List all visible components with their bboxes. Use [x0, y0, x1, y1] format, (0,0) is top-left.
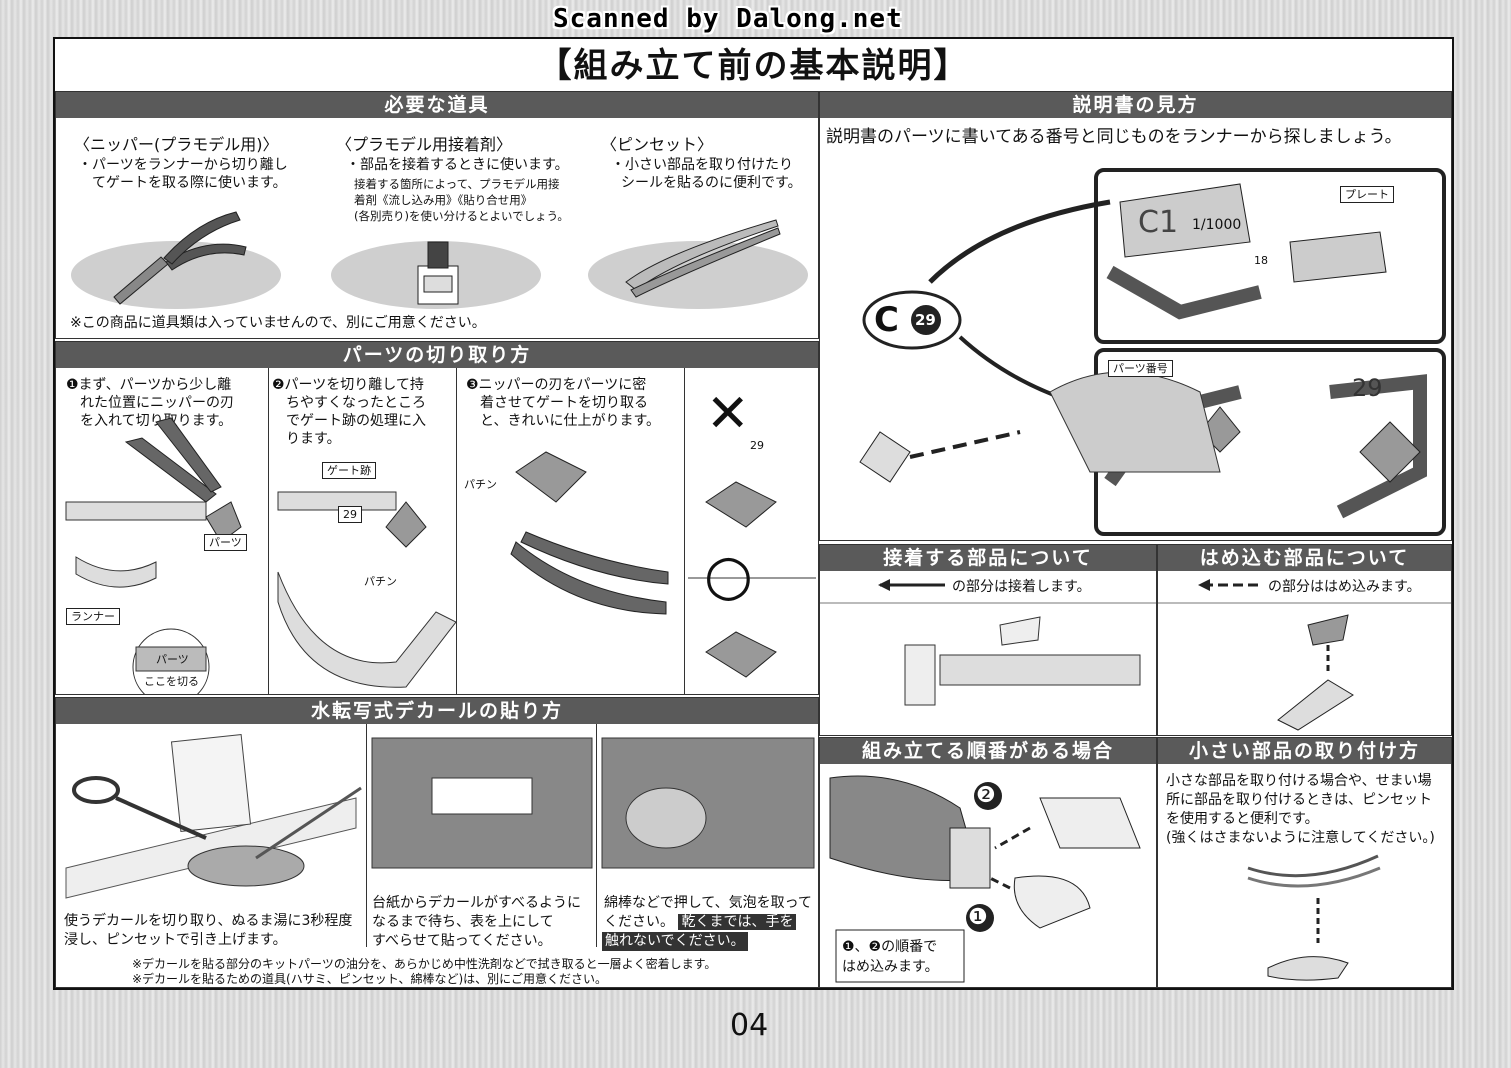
- label-runner: ランナー: [66, 608, 120, 625]
- nipper-icon: [113, 211, 247, 305]
- decal-header: 水転写式デカールの貼り方: [56, 698, 818, 724]
- tweezers-icon: [625, 219, 781, 298]
- glue-desc: ・部品を接着するときに使います。: [346, 157, 569, 173]
- tweezers-desc-2: シールを貼るのに便利です。: [621, 175, 802, 191]
- runner-number-1: 29: [338, 506, 362, 523]
- small-parts-l2: 所に部品を取り付けるときは、ピンセット: [1166, 792, 1432, 808]
- tools-illustrations: [71, 211, 808, 309]
- decal-step-2-l2: なるまで待ち、表を上にして: [372, 914, 554, 930]
- label-parts: パーツ: [204, 534, 247, 551]
- label-snap-2: パチン: [364, 575, 397, 588]
- decal-step-2-l1: 台紙からデカールがすべるように: [372, 895, 582, 911]
- order-marker-2: ❷: [976, 783, 996, 808]
- decal-illustrations: [65, 734, 815, 899]
- glue-parts-header: 接着する部品について: [820, 545, 1156, 571]
- snap-parts-illustration: [1158, 579, 1451, 731]
- nipper-desc-2: てゲートを取る際に使います。: [92, 175, 287, 191]
- label-gate-mark: ゲート跡: [322, 462, 376, 479]
- cut-step-2-l2: ちやすくなったところ: [286, 395, 426, 411]
- decal-step-1-l1: 使うデカールを切り取り、ぬるま湯に3秒程度: [64, 913, 353, 929]
- cutting-illustrations: [65, 417, 816, 694]
- decal-step-3-l2: ください。 乾くまでは、手を: [604, 913, 797, 932]
- plate-label: プレート: [1340, 186, 1394, 203]
- tools-header: 必要な道具: [56, 92, 818, 118]
- page-number: 04: [730, 1008, 769, 1043]
- small-parts-illustration: [1247, 854, 1381, 981]
- part-letter: C: [874, 300, 899, 340]
- cutting-header: パーツの切り取り方: [56, 342, 818, 368]
- runner-scale: 1/1000: [1192, 217, 1242, 233]
- tweezers-desc-1: ・小さい部品を取り付けたり: [611, 157, 793, 173]
- runner-number-2: 29: [750, 439, 764, 452]
- assembly-order-section: 組み立てる順番がある場合 ❷ ❶ ❶、❷の順番で はめ込みます。: [819, 737, 1157, 988]
- nipper-title: 〈ニッパー(プラモデル用)〉: [74, 135, 279, 154]
- part-number: 29: [915, 311, 936, 329]
- cut-step-1-l2: れた位置にニッパーの刃: [80, 395, 234, 411]
- snap-legend: の部分ははめ込みます。: [1268, 579, 1421, 595]
- glue-note-1: 接着する箇所によって、プラモデル用接: [354, 177, 560, 191]
- cutting-section: パーツの切り取り方 ❶まず、パーツから少し離 れた位置にニッパーの刃 を入れて切…: [55, 341, 819, 695]
- label-snap-1: パチン: [464, 478, 497, 491]
- nipper-desc-1: ・パーツをランナーから切り離し: [78, 157, 288, 173]
- cut-step-3-l1: ❸ニッパーの刃をパーツに密: [466, 377, 647, 393]
- small-parts-header: 小さい部品の取り付け方: [1158, 738, 1451, 764]
- right-mark: ○: [704, 543, 753, 608]
- cut-step-2-l3: でゲート跡の処理に入: [286, 413, 426, 429]
- tweezers-title: 〈ピンセット〉: [601, 135, 714, 154]
- order-note-2: はめ込みます。: [842, 959, 939, 975]
- decal-step-3-l3: 触れないでください。: [602, 932, 748, 951]
- cut-step-1-l3: を入れて切り取ります。: [80, 413, 233, 429]
- scan-watermark: Scanned by Dalong.net: [553, 4, 903, 34]
- glue-note-3: (各別売り)を使い分けるとよいでしょう。: [354, 209, 569, 223]
- wrong-mark: ✕: [706, 384, 750, 444]
- part-number-label: パーツ番号: [1108, 360, 1173, 377]
- glue-title: 〈プラモデル用接着剤〉: [336, 135, 513, 154]
- manual-header: 説明書の見方: [820, 92, 1451, 118]
- manual-description: 説明書のパーツに書いてある番号と同じものをランナーから探しましょう。: [826, 127, 1402, 147]
- cut-step-3-l2: 着させてゲートを切り取る: [480, 395, 648, 411]
- cut-step-2-l1: ❷パーツを切り離して持: [272, 377, 424, 393]
- glue-bottle-icon: [417, 241, 459, 305]
- manual-reading-section: 説明書の見方 説明書のパーツに書いてある番号と同じものをランナーから探しましょう…: [819, 91, 1452, 541]
- tools-section: 必要な道具 〈ニッパー(プラモデル用)〉 ・パーツをランナーから切り離し てゲー…: [55, 91, 819, 339]
- decal-step-2-l3: すべらせて貼ってください。: [372, 933, 552, 949]
- order-marker-1: ❶: [968, 905, 988, 930]
- small-parts-l4: (強くはさまないように注意してください。): [1166, 830, 1435, 846]
- order-note-1: ❶、❷の順番で: [842, 939, 938, 955]
- assembly-order-illustration: [829, 775, 1141, 983]
- assembly-order-header: 組み立てる順番がある場合: [820, 738, 1156, 764]
- decal-note-2: ※デカールを貼るための道具(ハサミ、ピンセット、綿棒など)は、別にご用意ください…: [132, 972, 607, 986]
- snap-parts-header: はめ込む部品について: [1158, 545, 1451, 571]
- page-title: 【組み立て前の基本説明】: [537, 46, 970, 86]
- runner-tag: 18: [1254, 254, 1268, 267]
- cut-step-2-l4: ります。: [286, 431, 341, 447]
- glue-parts-illustration: [820, 579, 1156, 706]
- instruction-page: 【組み立て前の基本説明】 必要な道具 〈ニッパー(プラモデル用)〉 ・パーツをラ…: [53, 37, 1454, 990]
- manual-illustrations: [859, 168, 1446, 536]
- small-parts-l1: 小さな部品を取り付ける場合や、せまい場: [1166, 773, 1432, 789]
- glue-legend: の部分は接着します。: [952, 579, 1091, 595]
- tools-note: ※この商品に道具類は入っていませんので、別にご用意ください。: [70, 315, 486, 331]
- decal-step-3-l1: 綿棒などで押して、気泡を取って: [604, 895, 812, 911]
- runner-code: C1: [1138, 205, 1179, 240]
- snap-parts-section: はめ込む部品について の部分ははめ込みます。: [1157, 544, 1452, 736]
- small-parts-section: 小さい部品の取り付け方 小さな部品を取り付ける場合や、せまい場 所に部品を取り付…: [1157, 737, 1452, 988]
- cut-step-1-l1: ❶まず、パーツから少し離: [66, 377, 232, 393]
- glue-parts-section: 接着する部品について の部分は接着します。: [819, 544, 1157, 736]
- decal-step-1-l2: 浸し、ピンセットで引き上げます。: [64, 932, 287, 948]
- label-cut-here: ここを切る: [144, 675, 199, 688]
- label-cut-parts: パーツ: [156, 653, 189, 666]
- decal-note-1: ※デカールを貼る部分のキットパーツの油分を、あらかじめ中性洗剤などで拭き取ると一…: [132, 957, 717, 971]
- decal-section: 水転写式デカールの貼り方 使うデカールを切り取り、ぬるま湯に3秒程度 浸し、ピン…: [55, 697, 819, 988]
- big-part-number: 29: [1352, 374, 1383, 402]
- glue-note-2: 着剤《流し込み用》《貼り合せ用》: [354, 193, 533, 207]
- cut-step-3-l3: と、きれいに仕上がります。: [480, 413, 661, 429]
- small-parts-l3: を使用すると便利です。: [1166, 811, 1319, 827]
